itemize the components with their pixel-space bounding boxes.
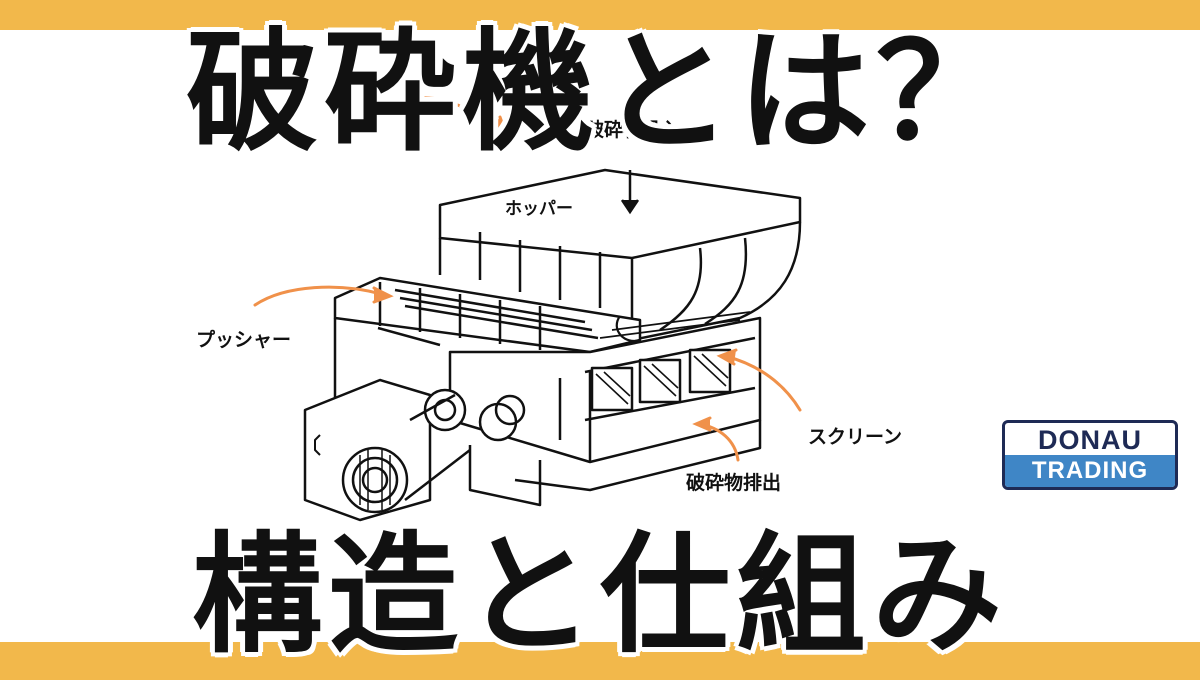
bottom-accent-band [0,642,1200,680]
label-discharge: 破砕物排出 [686,472,782,494]
subheadline: 構造と仕組み [191,519,1008,671]
label-pusher: プッシャー [196,329,292,351]
headline: 破砕機とは？ [186,16,1014,170]
label-input: 破砕物投入 [585,119,681,141]
company-logo: DONAU TRADING [1002,420,1178,490]
top-accent-band [0,0,1200,30]
logo-line-2: TRADING [1005,455,1175,487]
label-screen: スクリーン [808,426,903,448]
hopper-drawing [438,168,802,342]
logo-line-1: DONAU [1038,425,1142,455]
input-down-arrow [620,170,640,215]
pointer-arrows [253,96,802,462]
label-hopper: ホッパー [505,199,573,219]
motor-drawing [303,378,526,522]
pusher-drawing [333,276,642,354]
